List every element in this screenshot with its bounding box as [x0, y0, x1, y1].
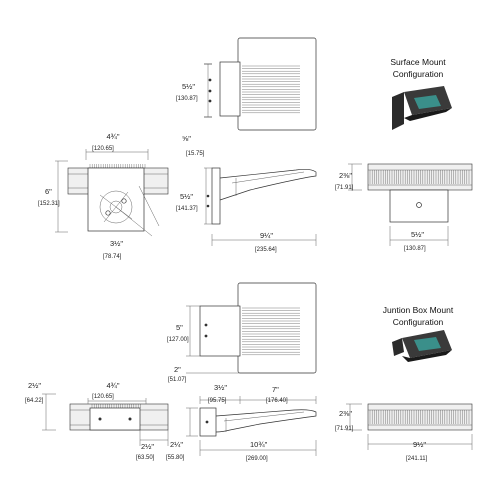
junction-right-view: 2⅜" [71.91] 9½" [241.11] — [335, 403, 473, 462]
surface-front-diag-frac: 3½" — [110, 239, 123, 248]
junction-side-arm-frac: 3½" — [214, 383, 227, 392]
surface-side-arm-frac: ⅝" — [182, 134, 191, 143]
junction-front-height-frac: 2½" — [28, 381, 41, 390]
surface-right-width-mm: [130.87] — [404, 246, 426, 252]
surface-front-height-mm: [152.31] — [38, 201, 60, 207]
surface-top-height-frac: 5½" — [182, 82, 195, 91]
surface-right-view: 2⅜" [71.91] 5½" [130.87] — [335, 163, 473, 252]
surface-front-width-mm: [120.65] — [92, 146, 114, 152]
junction-front-height-mm: [64.22] — [25, 398, 44, 404]
junction-title-line2: Configuration — [393, 317, 444, 327]
junction-side-view: 2¼" [55.80] 3½" [95.75] 7" [176.40] 10¾"… — [166, 383, 317, 462]
junction-side-left-mm: [55.80] — [166, 455, 185, 461]
junction-config-block: Juntion Box Mount Configuration — [383, 305, 454, 362]
surface-top-height-mm: [130.87] — [176, 96, 198, 102]
surface-side-height-frac: 5½" — [180, 192, 193, 201]
surface-right-width-frac: 5½" — [411, 230, 424, 239]
surface-side-length-mm: [235.64] — [255, 247, 277, 253]
junction-top-off-mm: [51.07] — [168, 377, 187, 383]
junction-fixture-image — [392, 330, 452, 362]
surface-side-height-mm: [141.37] — [176, 206, 198, 212]
junction-front-left-view: 4¾" [120.65] 2½" [64.22] 2½" [63.50] — [25, 381, 169, 461]
junction-top-off-frac: 2" — [174, 365, 181, 374]
surface-side-arm-mm: [15.75] — [186, 151, 205, 157]
junction-right-width-frac: 9½" — [413, 440, 426, 449]
junction-top-height-frac: 5" — [176, 323, 183, 332]
junction-side-length-frac: 10¾" — [250, 440, 268, 449]
surface-front-diag-mm: [78.74] — [103, 254, 122, 260]
surface-side-length-frac: 9¼" — [260, 231, 273, 240]
junction-title-line1: Juntion Box Mount — [383, 305, 454, 315]
junction-front-bottom-frac: 2½" — [141, 442, 154, 451]
junction-top-view: 5" [127.00] 2" [51.07] — [167, 282, 317, 383]
junction-side-arm2-frac: 7" — [272, 385, 279, 394]
surface-right-height-mm: [71.91] — [335, 185, 354, 191]
surface-title-line2: Configuration — [393, 69, 444, 79]
surface-fixture-image — [392, 86, 452, 130]
surface-front-width-frac: 4¾" — [106, 132, 119, 141]
surface-side-view: ⅝" [15.75] 5½" [141.37] 9¼" [235.64] — [176, 134, 317, 253]
junction-right-height-mm: [71.91] — [335, 426, 354, 432]
surface-front-left-view: 4¾" [120.65] 6" [152.31] 3½" [78.74] — [38, 132, 169, 260]
surface-right-height-frac: 2⅜" — [339, 171, 352, 180]
junction-front-bottom-mm: [63.50] — [136, 455, 155, 461]
junction-side-length-mm: [269.00] — [246, 456, 268, 462]
junction-right-width-mm: [241.11] — [406, 456, 428, 462]
surface-front-height-frac: 6" — [45, 187, 52, 196]
surface-config-block: Surface Mount Configuration — [390, 57, 452, 130]
junction-front-width-frac: 4¾" — [106, 381, 119, 390]
junction-right-height-frac: 2⅜" — [339, 409, 352, 418]
surface-top-view: 5½" [130.87] — [176, 37, 317, 131]
junction-side-left-frac: 2¼" — [170, 440, 183, 449]
junction-side-arm2-mm: [176.40] — [266, 398, 288, 404]
junction-top-height-mm: [127.00] — [167, 337, 189, 343]
junction-side-arm-mm: [95.75] — [208, 398, 227, 404]
surface-title-line1: Surface Mount — [390, 57, 446, 67]
junction-front-width-mm: [120.65] — [92, 394, 114, 400]
